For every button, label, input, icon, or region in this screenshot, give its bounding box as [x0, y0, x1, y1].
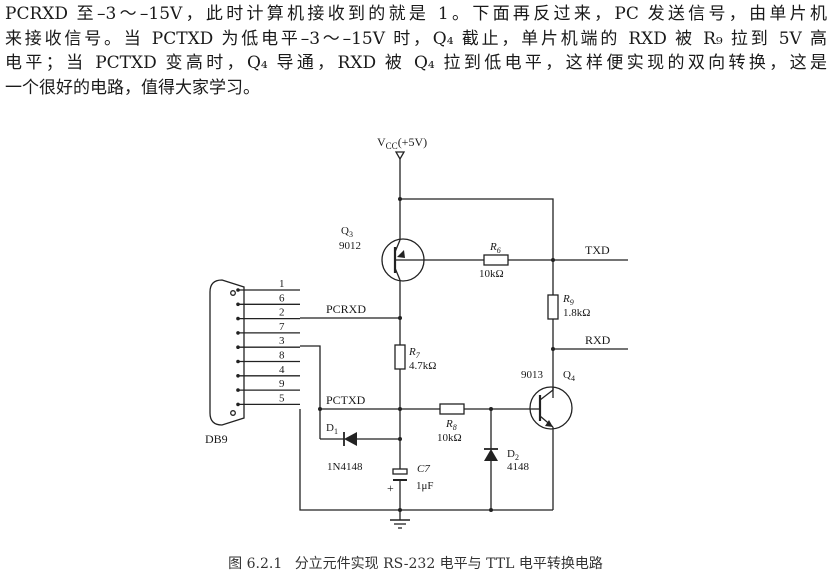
db9-pin-number: 8 [279, 350, 285, 362]
db9-pin-number: 3 [279, 335, 285, 347]
db9-pin-contact [236, 359, 240, 364]
figure-number: 图 6.2.1 [228, 556, 283, 572]
db9-connector: DB9 [205, 279, 245, 446]
q3-part: 9012 [339, 240, 361, 252]
c7-capacitor: + C7 1μF [387, 463, 434, 510]
d1-ref: D1 [326, 422, 338, 436]
r6-resistor: R6 10kΩ [424, 241, 628, 280]
c7-ref: C7 [417, 463, 430, 475]
db9-pin-contact [236, 388, 240, 392]
paragraph-line-1: PCRXD 至–3～–15V，此时计算机接收到的就是 1。下面再反过来，PC 发… [5, 4, 827, 24]
r6-ref: R6 [489, 241, 501, 255]
r8-ref: R8 [445, 418, 457, 432]
vcc-rail-wire [400, 198, 554, 295]
paragraph-line-3: 电平；当 PCTXD 变高时，Q₄ 导通，RXD 被 Q₄ 拉到低电平，这样便实… [5, 53, 827, 73]
r9-resistor: R9 1.8kΩ [547, 293, 590, 398]
db9-pin-contact [236, 402, 240, 407]
db9-pin-number: 7 [279, 321, 285, 333]
d2-diode: D2 4148 [484, 409, 530, 510]
figure-caption: 图 6.2.1 分立元件实现 RS-232 电平与 TTL 电平转换电路 [0, 553, 831, 573]
vcc-terminal: VCC(+5V) [377, 135, 427, 199]
r9-ref: R9 [562, 293, 574, 307]
db9-pin-number: 5 [279, 392, 285, 404]
d2-part: 4148 [507, 461, 530, 473]
q4-transistor: 9013 Q4 [521, 369, 575, 510]
r7-resistor: R7 4.7kΩ [394, 344, 436, 469]
q3-transistor: Q3 9012 [339, 199, 425, 282]
db9-pin-number: 9 [279, 378, 285, 390]
r7-ref: R7 [408, 346, 421, 360]
db9-pin-contact [236, 345, 240, 350]
junction-dots [318, 197, 555, 512]
r9-value: 1.8kΩ [563, 307, 590, 319]
r6-value: 10kΩ [479, 268, 504, 280]
c7-polarity: + [387, 481, 394, 495]
d1-diode: D1 1N4148 [319, 409, 400, 473]
r8-value: 10kΩ [437, 432, 462, 444]
d2-ref: D2 [507, 448, 519, 462]
paragraph-line-4: 一个很好的电路，值得大家学习。 [5, 77, 260, 98]
vcc-label: VCC(+5V) [377, 135, 427, 151]
db9-pin-contact [236, 302, 240, 307]
ground-wire [299, 409, 553, 511]
pcrxd-label: PCRXD [326, 302, 366, 316]
paragraph-line-2: 来接收信号。当 PCTXD 为低电平–3～–15V 时，Q₄ 截止，单片机端的 … [5, 28, 827, 49]
db9-pin-contact [236, 288, 240, 292]
pctxd-label: PCTXD [326, 393, 366, 407]
q4-part: 9013 [521, 369, 544, 381]
db9-pin-contact [236, 374, 240, 378]
d1-part: 1N4148 [327, 461, 363, 473]
ground-icon [390, 510, 410, 529]
txd-label: TXD [585, 243, 610, 257]
db9-pin-number: 6 [279, 292, 285, 304]
q3-ref: Q3 [341, 225, 353, 239]
db9-pins: 1 6 2 7 3 8 4 9 5 [236, 278, 300, 407]
db9-pin-number: 1 [279, 278, 285, 290]
figure-title: 分立元件实现 RS-232 电平与 TTL 电平转换电路 [294, 556, 603, 572]
db9-pin-number: 4 [279, 364, 285, 376]
pctxd-wire [300, 345, 440, 410]
body-paragraph: PCRXD 至–3～–15V，此时计算机接收到的就是 1。下面再反过来，PC 发… [5, 2, 827, 100]
db9-pin-contact [236, 316, 240, 321]
r8-resistor: R8 10kΩ [437, 403, 532, 444]
rxd-label: RXD [585, 333, 611, 347]
db9-label: DB9 [205, 432, 228, 446]
db9-pin-number: 2 [279, 307, 285, 319]
r7-value: 4.7kΩ [409, 360, 436, 372]
db9-pin-contact [236, 331, 240, 335]
q4-ref: Q4 [563, 369, 575, 383]
c7-value: 1μF [416, 480, 434, 492]
